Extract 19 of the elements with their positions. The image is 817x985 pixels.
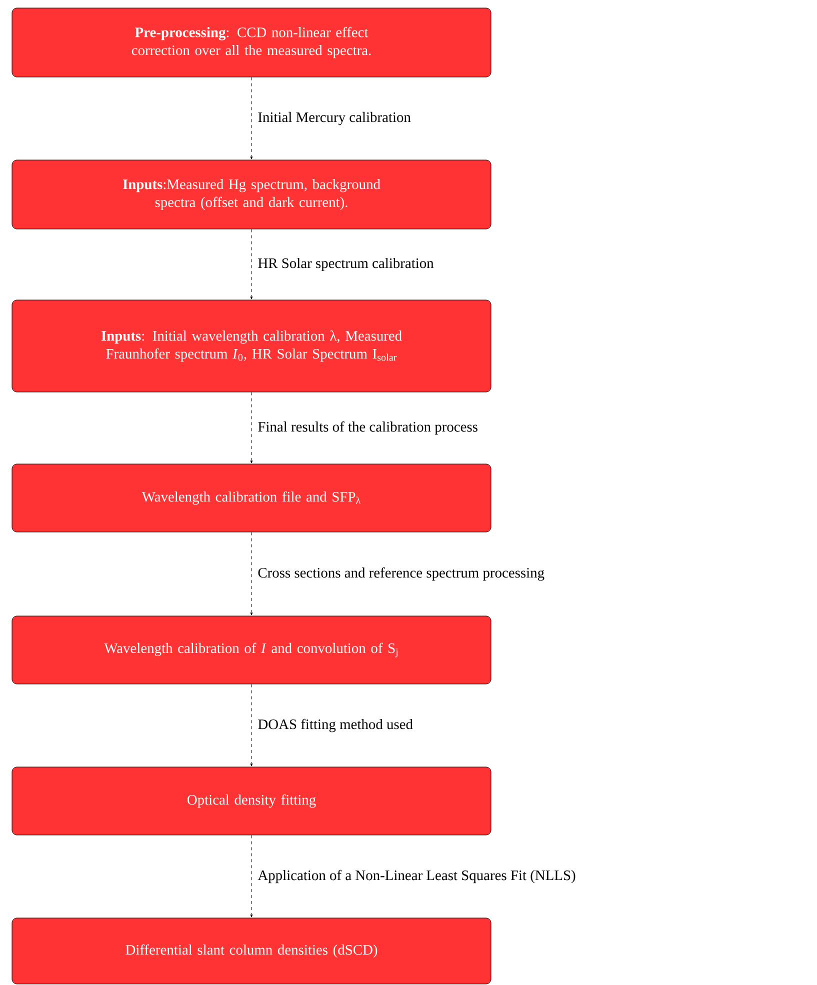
process-box: Inputs: Initial wavelength calibration λ, Measured Fraunhofer spectrum I$_{0}$, HR Solar Spectrum I$_{solar}$ [12,300,492,392]
edge-label: Initial Mercury calibration [258,112,411,126]
arrow [250,684,253,766]
process-box: Optical density fitting [12,766,492,836]
arrow [250,532,253,616]
edge-label: Application of a Non-Linear Least Squares Fit (NLLS) [258,870,576,884]
arrow [250,392,253,464]
edge-label: Final results of the calibration process [258,421,478,435]
process-box: Differential slant column densities (dSCD) [12,918,492,984]
edge-label: Cross sections and reference spectrum processing [258,567,544,581]
edge-label: DOAS fitting method used [258,718,413,732]
arrow [250,835,253,918]
process-box: Inputs:Measured Hg spectrum, background spectra (offset and dark current). [12,160,492,230]
edge-label: HR Solar spectrum calibration [258,258,434,272]
process-box: Wavelength calibration file and SFP$_{λ}$ [12,464,492,532]
arrow [250,229,253,300]
process-box: Wavelength calibration of I and convolution of S$_{j}$ [12,616,492,684]
arrow [250,77,253,160]
process-box: Pre-processing: CCD non-linear effect correction over all the measured spectra. [12,8,492,78]
